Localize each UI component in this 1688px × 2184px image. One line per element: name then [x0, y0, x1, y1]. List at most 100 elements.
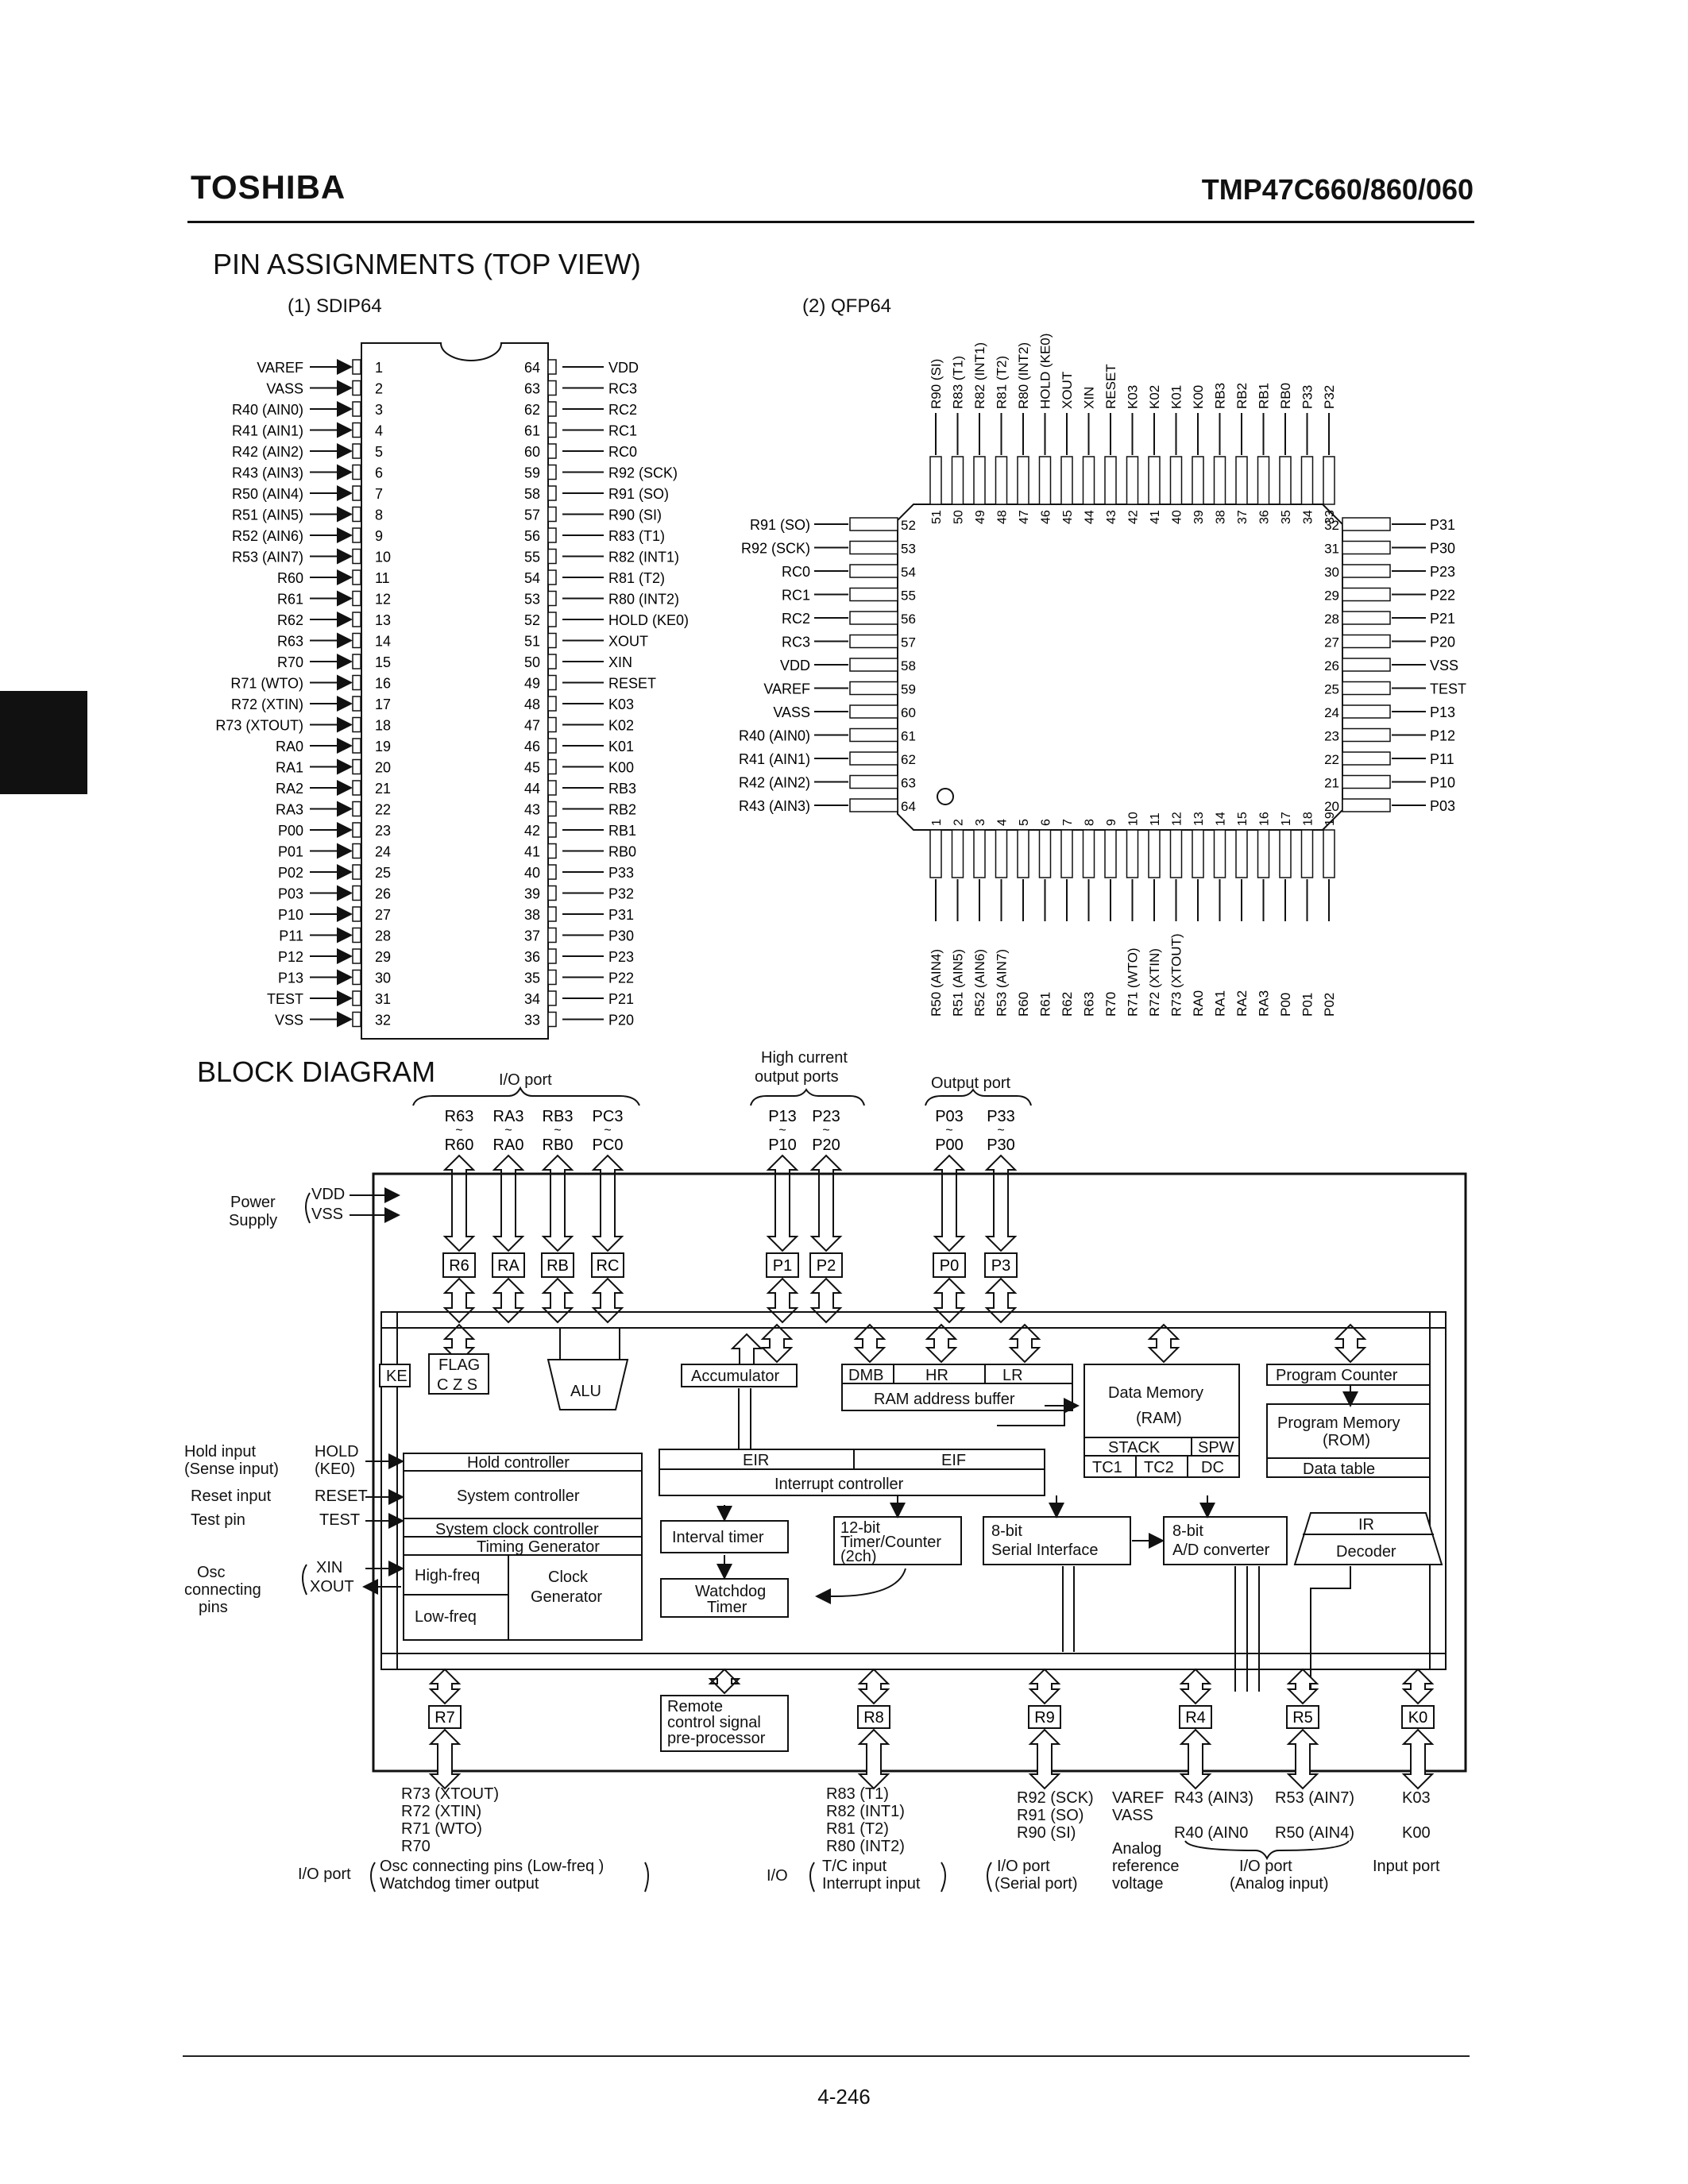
sdip-right-pin-label: RC0: [608, 444, 637, 460]
qfp-top-pin-label: R81 (T2): [995, 356, 1010, 409]
sdip-right-pin-label: P20: [608, 1013, 634, 1028]
sdip-left-pin-label: VSS: [275, 1013, 303, 1028]
sdip-right-pin-label: RB0: [608, 844, 636, 860]
hold-pin-label: HOLD: [315, 1443, 359, 1461]
qfp-pin-stub: [849, 727, 898, 743]
ram-address-block: [841, 1364, 1073, 1411]
port-bus-arrow: [809, 1154, 843, 1252]
sdip-left-pin-label: R60: [277, 570, 303, 586]
qfp-pin-stub: [849, 681, 898, 696]
qfp-right-pin-label: P10: [1430, 775, 1455, 791]
tilde-mark: ~: [455, 1124, 462, 1137]
sdip-pin-number: 36: [524, 949, 540, 965]
part-number: TMP47C660/860/060: [1201, 173, 1474, 206]
port-register: [492, 1252, 525, 1278]
sdip-left-pin-label: R61: [277, 592, 303, 608]
alu-label: ALU: [570, 1383, 601, 1400]
sdip-pin-number: 3: [375, 402, 383, 418]
low-freq-label: Low-freq: [415, 1608, 477, 1626]
sdip-pin-number: 37: [524, 928, 540, 944]
qfp-bottom-pin-label: RA3: [1257, 990, 1272, 1017]
port-register: [809, 1252, 843, 1278]
sdip-pin-stub: [547, 443, 557, 459]
sdip-pin-stub: [547, 590, 557, 607]
sdip-pin-stub: [352, 674, 361, 691]
qfp-pin-stub: [995, 456, 1008, 505]
sdip-pin-stub: [547, 780, 557, 796]
top-port-high: R63: [445, 1108, 474, 1125]
sdip-pin-number: 18: [375, 718, 391, 734]
sdip-right-pin-label: R90 (SI): [608, 507, 662, 523]
qfp-top-pin-label: R82 (INT1): [972, 342, 987, 409]
qfp-pin-stub: [1300, 456, 1314, 505]
interval-timer-block: [660, 1520, 789, 1553]
r8-pin-0: R83 (T1): [826, 1785, 889, 1803]
sdip-pin-number: 45: [524, 760, 540, 776]
sdip-right-pin-label: R91 (SO): [608, 486, 669, 502]
qfp-pin-number: 62: [901, 752, 916, 767]
qfp-pin-stub: [849, 774, 898, 789]
qfp-left-pin-label: RC0: [782, 564, 810, 580]
sdip-pin-number: 28: [375, 928, 391, 944]
qfp-pin-stub: [1279, 456, 1292, 505]
port-bus-arrow: [442, 1277, 476, 1324]
sdip-pin-stub: [352, 443, 361, 459]
analog-input-note: (Analog input): [1230, 1875, 1329, 1893]
qfp-bottom-pin-label: R72 (XTIN): [1147, 948, 1162, 1017]
port-pin-arrow: [857, 1728, 890, 1790]
k00-label: K00: [1402, 1824, 1431, 1842]
sdip-pin-stub: [547, 612, 557, 627]
interval-timer-label: Interval timer: [672, 1529, 764, 1546]
sdip-pin-stub: [352, 654, 361, 669]
sdip-pin-number: 4: [375, 423, 383, 439]
qfp-pin-number: 63: [901, 776, 916, 791]
sdip-pin-stub: [352, 780, 361, 796]
qfp-pin-stub: [1169, 456, 1183, 505]
sdip-pin-stub: [547, 801, 557, 817]
port-bus-arrow: [591, 1154, 624, 1252]
qfp-pin-stub: [929, 456, 942, 505]
sdip-pin-stub: [352, 548, 361, 565]
port-bus-arrow: [541, 1277, 574, 1324]
chip-boundary: [372, 1172, 1467, 1773]
qfp-pin-stub: [1323, 829, 1335, 878]
qfp-pin-stub: [1323, 456, 1335, 505]
sdip-pin-stub: [352, 927, 361, 943]
qfp-pin-stub: [1342, 727, 1391, 743]
sdip-pin-number: 61: [524, 423, 540, 439]
qfp-pin-number: 60: [901, 705, 916, 720]
top-port-low: P30: [987, 1136, 1015, 1154]
sdip-pin-stub: [352, 758, 361, 775]
port-register-label: P3: [991, 1257, 1010, 1275]
qfp-pin-number: 42: [1127, 510, 1141, 524]
sdip-right-pin-label: P23: [608, 949, 634, 965]
qfp-pin-number: 31: [1324, 542, 1339, 557]
sdip-pin-number: 46: [524, 739, 540, 754]
r8-pin-2: R81 (T2): [826, 1820, 889, 1838]
bus-arrow: [442, 1323, 476, 1364]
port-register-label: R5: [1292, 1709, 1313, 1727]
qfp-left-pin-label: VAREF: [763, 681, 810, 697]
qfp-pin-number: 29: [1324, 588, 1339, 604]
sdip-pin-stub: [352, 485, 361, 501]
sdip-pin-number: 43: [524, 802, 540, 818]
osc-label: Osc: [197, 1564, 226, 1581]
qfp-pin-number: 56: [901, 612, 916, 627]
sdip-pin-stub: [547, 906, 557, 922]
hold-input-label: Hold input: [184, 1443, 257, 1461]
remote-label-3: pre-processor: [667, 1730, 766, 1747]
sdip-pin-stub: [547, 969, 557, 986]
qfp-right-pin-label: P21: [1430, 611, 1455, 627]
qfp-pin-number: 59: [901, 682, 916, 697]
sdip-pin-number: 5: [375, 444, 383, 460]
sdip-right-pin-label: P30: [608, 928, 634, 944]
sdip-pin-stub: [352, 885, 361, 901]
xout-label: XOUT: [310, 1578, 354, 1596]
qfp-pin-number: 37: [1236, 510, 1250, 524]
qfp-bottom-pin-label: R53 (AIN7): [995, 949, 1010, 1017]
rom-label: (ROM): [1323, 1432, 1370, 1449]
sdip-pin-number: 52: [524, 612, 540, 628]
port-bus-arrow: [933, 1277, 966, 1324]
r43-label: R43 (AIN3): [1174, 1789, 1253, 1807]
